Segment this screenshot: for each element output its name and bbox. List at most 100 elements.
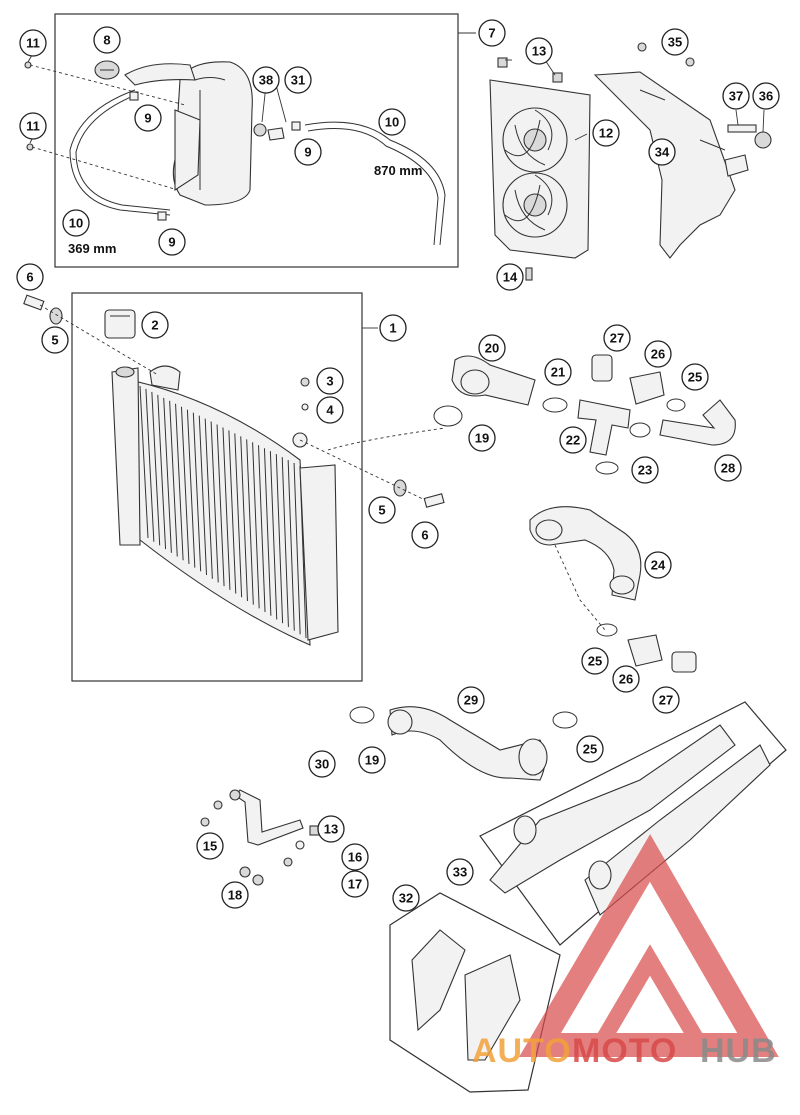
watermark-moto: MOTO — [572, 1032, 677, 1070]
callout-13: 13 — [317, 815, 345, 843]
callout-number: 11 — [26, 36, 40, 51]
callout-11: 11 — [19, 29, 47, 57]
radiator-fin — [186, 409, 196, 568]
radiator-fin — [204, 418, 213, 579]
hose-24 — [529, 506, 642, 601]
callout-25: 25 — [681, 363, 709, 391]
callout-number: 20 — [485, 341, 499, 356]
callout-circle — [252, 66, 280, 94]
callout-number: 38 — [259, 73, 273, 88]
radiator-fin — [216, 424, 225, 587]
callout-circle — [93, 26, 121, 54]
screw-14 — [525, 267, 533, 281]
callout-circle — [446, 858, 474, 886]
callout-circle — [308, 750, 336, 778]
callout-circle — [478, 334, 506, 362]
callout-circle — [478, 19, 506, 47]
watermark-auto: AUTO — [472, 1032, 572, 1070]
callout-circle — [644, 340, 672, 368]
callout-number: 16 — [348, 850, 362, 865]
callout-circle — [16, 263, 44, 291]
callout-circle — [19, 112, 47, 140]
callout-number: 27 — [659, 693, 673, 708]
radiator-fin — [198, 415, 208, 576]
callout-circle — [612, 665, 640, 693]
callout-circle — [158, 228, 186, 256]
radiator-fin — [275, 454, 284, 624]
callout-number: 37 — [729, 89, 743, 104]
callout-number: 6 — [421, 528, 428, 543]
callout-23: 23 — [631, 456, 659, 484]
callout-circle — [648, 138, 676, 166]
callout-circle — [379, 314, 407, 342]
watermark-logo — [519, 834, 779, 1057]
callout-9: 9 — [134, 104, 162, 132]
radiator-fin — [263, 448, 272, 616]
callout-number: 6 — [26, 270, 33, 285]
side-cover-frame — [479, 701, 787, 946]
callout-27: 27 — [603, 324, 631, 352]
callout-number: 27 — [610, 331, 624, 346]
radiator-fin — [163, 397, 172, 553]
cover-32 — [411, 929, 521, 1061]
callout-number: 8 — [103, 33, 110, 48]
callout-circle — [368, 496, 396, 524]
clamps-21-23-25 — [542, 397, 686, 637]
callout-1: 1 — [379, 314, 407, 342]
callout-10: 10 — [62, 209, 90, 237]
callout-circle — [317, 815, 345, 843]
radiator-core — [111, 365, 339, 646]
callout-27: 27 — [652, 686, 680, 714]
callout-circle — [722, 82, 750, 110]
fan-shroud-12 — [489, 79, 591, 259]
bracket-15 — [235, 789, 304, 846]
fittings-31-38 — [253, 123, 285, 141]
overflow-hose-369 — [69, 89, 171, 216]
grommets-5 — [49, 307, 407, 497]
callout-30: 30 — [308, 750, 336, 778]
callout-circle — [294, 138, 322, 166]
bolt-37 — [727, 124, 757, 133]
callout-circle — [714, 454, 742, 482]
radiator-fin — [234, 433, 243, 598]
radiator-fin — [281, 457, 289, 627]
callout-number: 9 — [168, 235, 175, 250]
callout-20: 20 — [478, 334, 506, 362]
dimension-labels: 870 mm 369 mm — [68, 163, 422, 256]
callout-5: 5 — [41, 326, 69, 354]
radiator-fin — [157, 394, 167, 550]
radiator-fin — [210, 421, 219, 583]
callout-10: 10 — [378, 108, 406, 136]
callout-5: 5 — [368, 496, 396, 524]
callout-circle — [358, 746, 386, 774]
callout-8: 8 — [93, 26, 121, 54]
screws-35 — [637, 42, 695, 67]
expansion-tank-frame — [54, 13, 459, 268]
radiator-fin — [240, 436, 248, 601]
radiator-fin — [269, 451, 278, 620]
callout-number: 7 — [488, 26, 495, 41]
callout-circle — [468, 424, 496, 452]
watermark-brand: AUTO MOTO HUB — [472, 1032, 776, 1070]
dimension-870: 870 mm — [374, 163, 422, 178]
radiator-fin — [258, 445, 266, 613]
callout-circle — [392, 884, 420, 912]
callout-circle — [496, 263, 524, 291]
callout-number: 10 — [69, 216, 83, 231]
callout-number: 28 — [721, 461, 735, 476]
callout-2: 2 — [141, 311, 169, 339]
radiator-frame — [71, 292, 363, 682]
radiator-fin — [222, 427, 231, 590]
callout-26: 26 — [644, 340, 672, 368]
expansion-tank — [124, 61, 253, 206]
callout-28: 28 — [714, 454, 742, 482]
callout-number: 36 — [759, 89, 773, 104]
radiator-fin — [246, 439, 254, 605]
radiator-fin — [151, 391, 161, 546]
callout-34: 34 — [648, 138, 676, 166]
callout-circle — [581, 647, 609, 675]
callout-number: 25 — [583, 742, 597, 757]
callout-14: 14 — [496, 263, 524, 291]
callout-circle — [284, 66, 312, 94]
